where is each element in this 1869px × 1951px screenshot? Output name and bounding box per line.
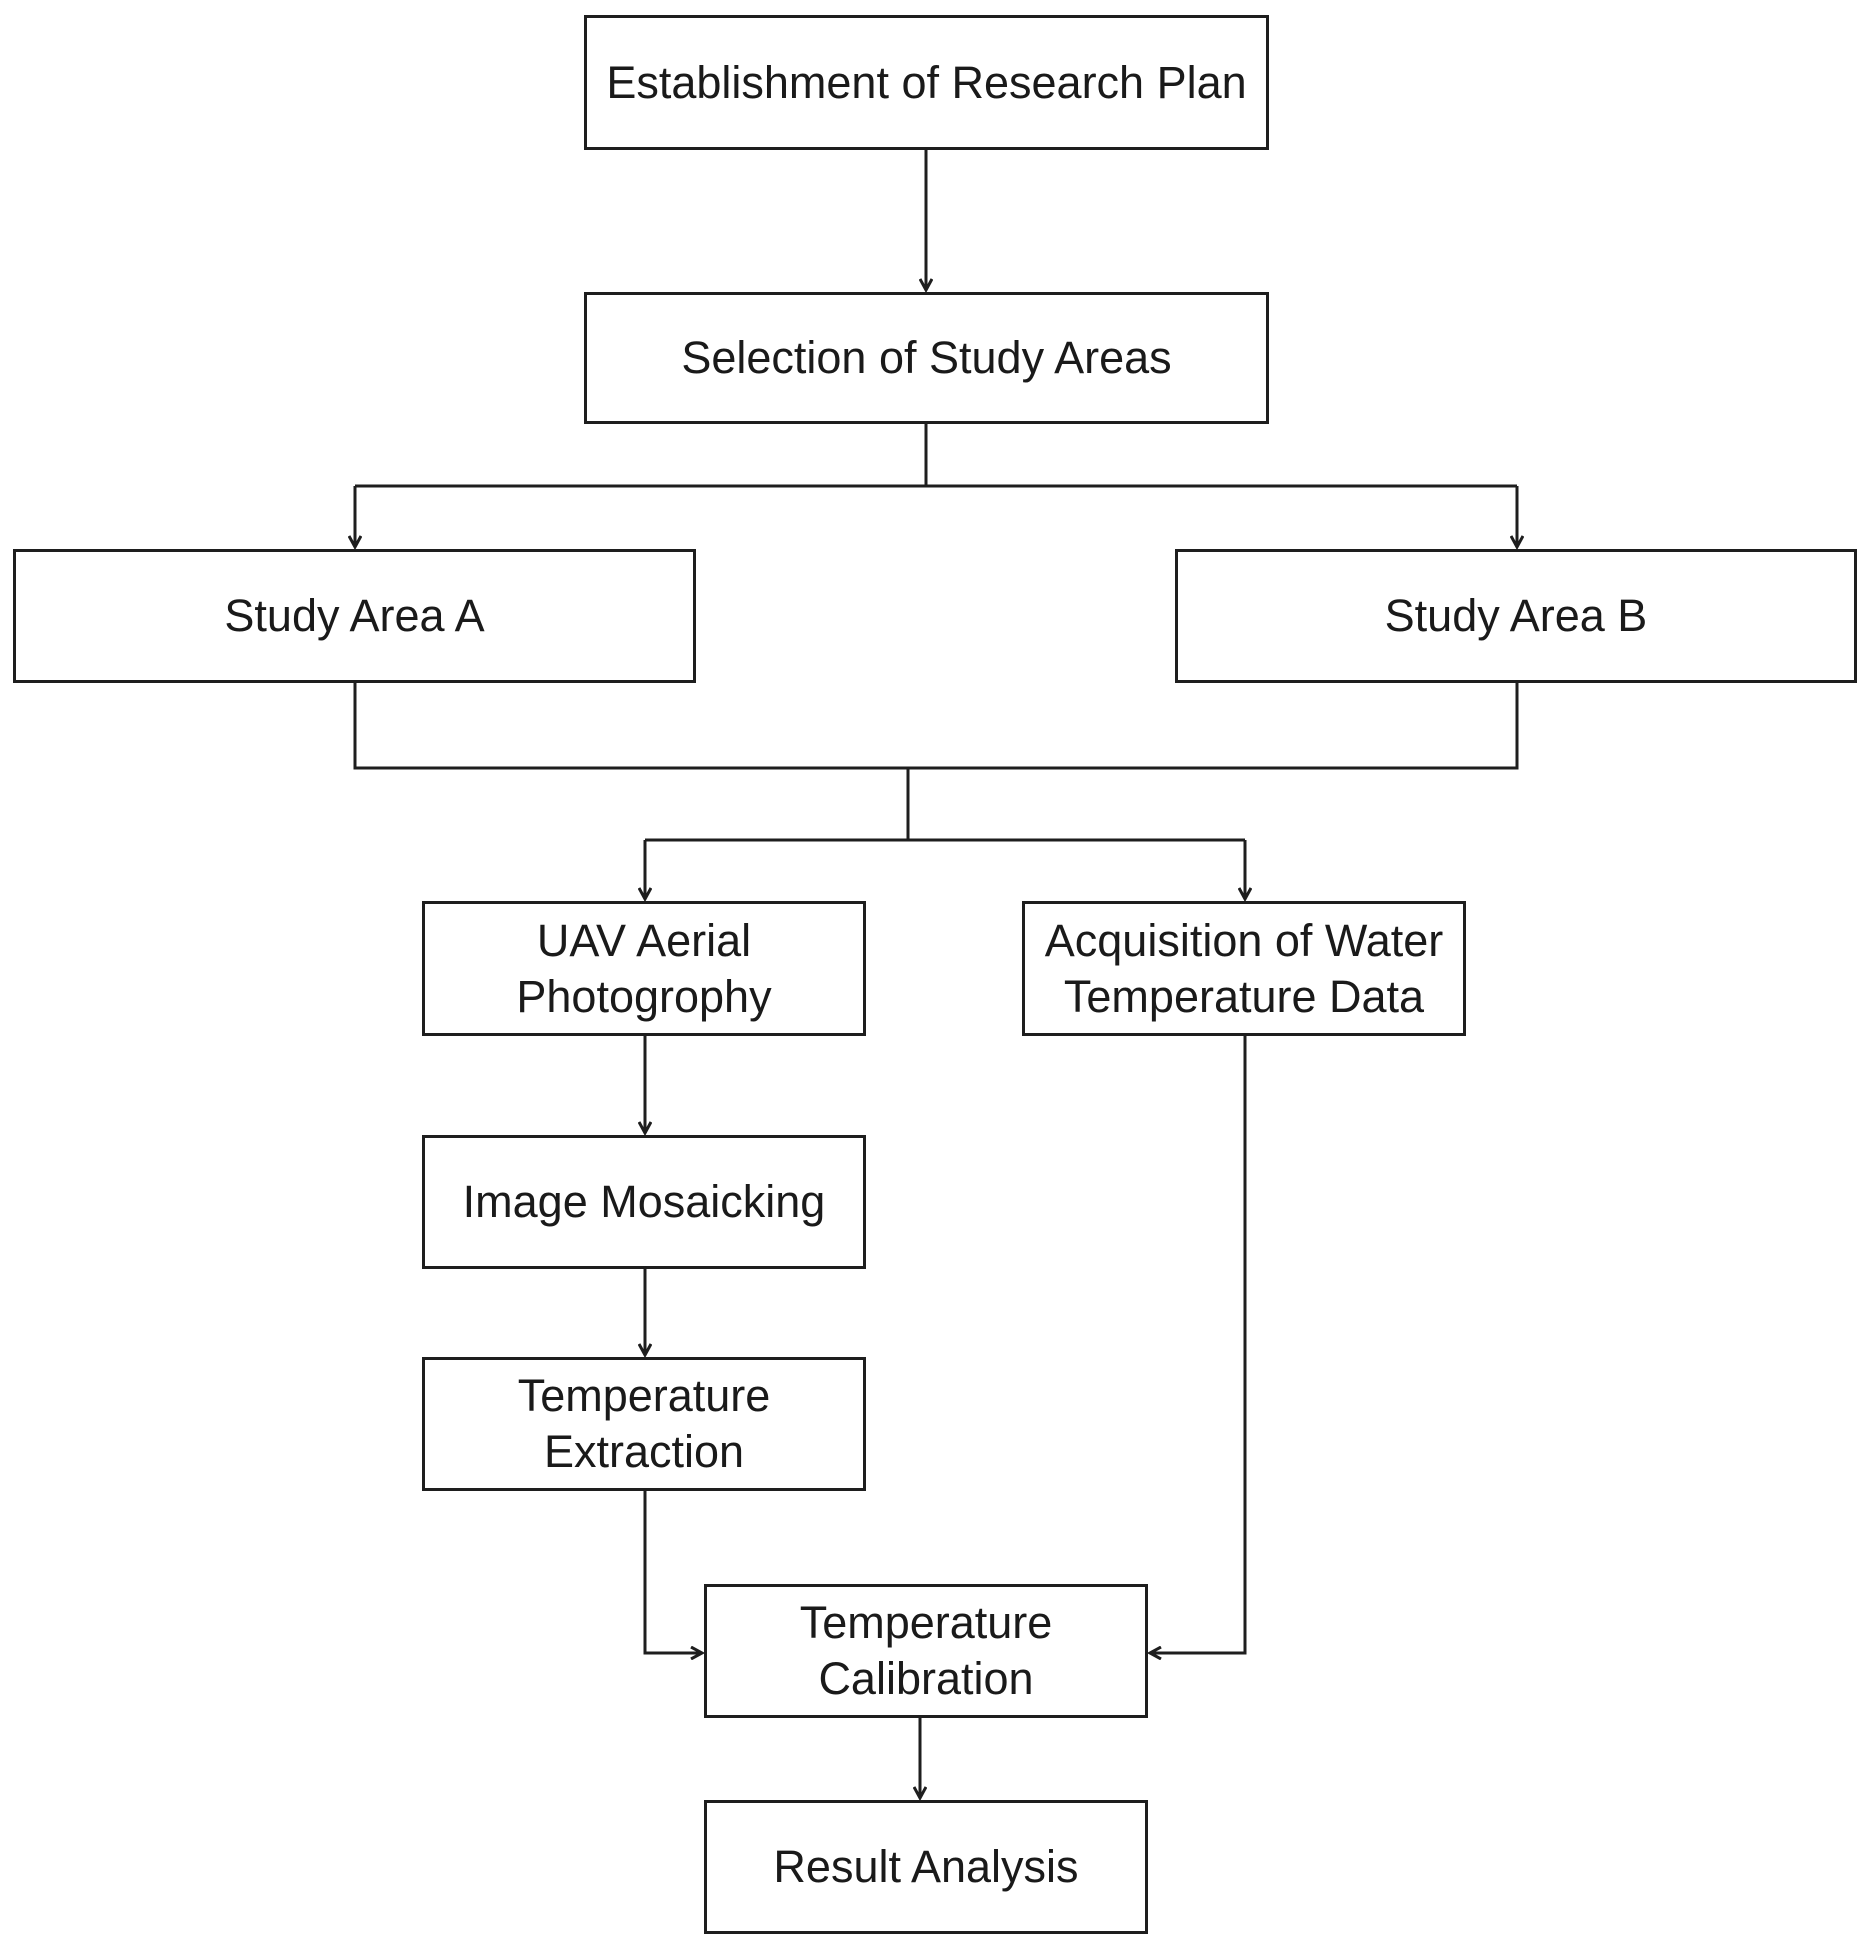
research-plan-box: Establishment of Research Plan bbox=[584, 15, 1269, 150]
uav-photography-box: UAV Aerial Photogrophy bbox=[422, 901, 866, 1036]
study-area-a-label: Study Area A bbox=[224, 590, 485, 641]
temperature-extraction-box: Temperature Extraction bbox=[422, 1357, 866, 1491]
result-analysis-label: Result Analysis bbox=[773, 1841, 1079, 1892]
result-analysis-box: Result Analysis bbox=[704, 1800, 1148, 1934]
water-temperature-box: Acquisition of Water Temperature Data bbox=[1022, 901, 1466, 1036]
arrow-extraction-to-calibration bbox=[643, 1491, 702, 1653]
temperature-calibration-label: Temperature Calibration bbox=[799, 1597, 1053, 1704]
uav-photography-label: UAV Aerial Photogrophy bbox=[516, 914, 772, 1022]
study-area-b-box: Study Area B bbox=[1175, 549, 1857, 683]
temperature-calibration-box: Temperature Calibration bbox=[704, 1584, 1148, 1718]
water-temperature-label: Acquisition of Water Temperature Data bbox=[1044, 914, 1444, 1022]
image-mosaicking-label: Image Mosaicking bbox=[462, 1176, 826, 1227]
image-mosaicking-box: Image Mosaicking bbox=[422, 1135, 866, 1269]
connector-areas-merge bbox=[353, 683, 1519, 770]
temperature-extraction-label: Temperature Extraction bbox=[517, 1370, 771, 1477]
study-area-a-box: Study Area A bbox=[13, 549, 696, 683]
research-plan-label: Establishment of Research Plan bbox=[606, 56, 1247, 108]
arrow-water-to-calibration bbox=[1150, 1036, 1247, 1653]
study-area-selection-box: Selection of Study Areas bbox=[584, 292, 1269, 424]
study-area-selection-label: Selection of Study Areas bbox=[681, 332, 1172, 383]
study-area-b-label: Study Area B bbox=[1384, 590, 1648, 641]
